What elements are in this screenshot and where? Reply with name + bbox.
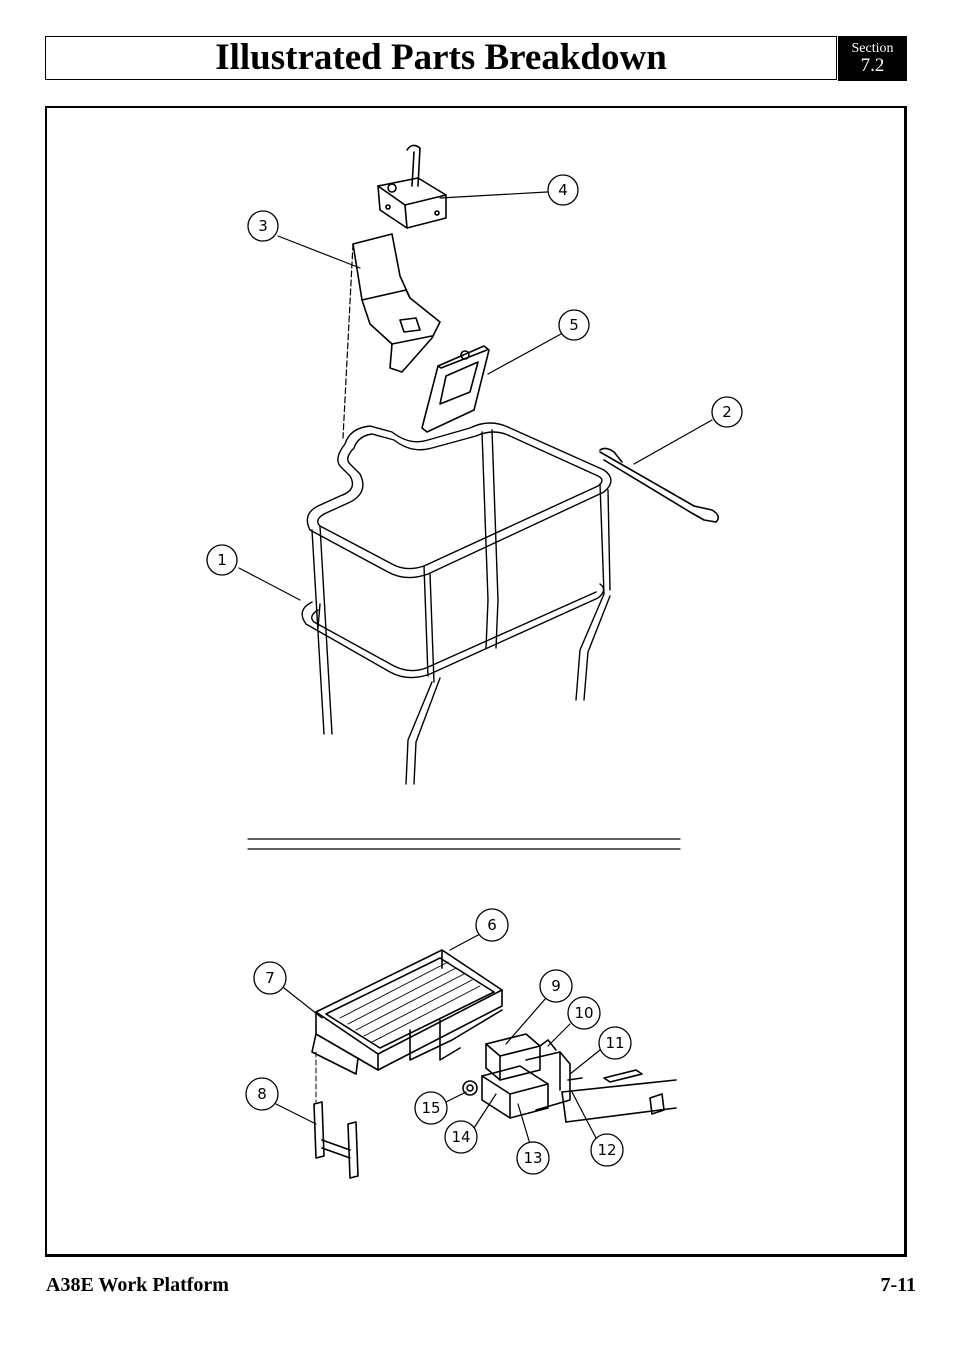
callout-9: 9 [539, 969, 573, 1003]
callout-11: 11 [598, 1026, 632, 1060]
callout-9-label: 9 [551, 977, 561, 995]
callout-5: 5 [558, 309, 590, 341]
callout-1-label: 1 [217, 551, 227, 569]
tray-grating [339, 961, 481, 1043]
callout-4-label: 4 [558, 181, 568, 199]
callout-2: 2 [711, 396, 743, 428]
guard-rail-drawing [301, 422, 612, 785]
callout-8-label: 8 [257, 1085, 267, 1103]
section-badge: Section 7.2 [838, 36, 907, 81]
callout-15: 15 [414, 1091, 448, 1125]
callout-3: 3 [247, 210, 279, 242]
callout-1: 1 [206, 544, 238, 576]
callout-6: 6 [475, 908, 509, 942]
callout-12: 12 [590, 1133, 624, 1167]
callout-3-label: 3 [258, 217, 268, 235]
callout-12-label: 12 [597, 1141, 616, 1159]
mounting-bracket-drawing [352, 233, 441, 373]
callout-13: 13 [516, 1141, 550, 1175]
callout-13-label: 13 [523, 1149, 542, 1167]
callout-15-label: 15 [421, 1099, 440, 1117]
callout-7-label: 7 [265, 969, 275, 987]
callout-7: 7 [253, 961, 287, 995]
callout-5-label: 5 [569, 316, 579, 334]
footer-product-name: A38E Work Platform [46, 1274, 229, 1296]
page-title: Illustrated Parts Breakdown [215, 37, 667, 78]
rotator-mechanism-drawing [462, 1033, 677, 1123]
header-title-box [45, 36, 837, 80]
section-label: Section [851, 41, 894, 56]
footer-page-number: 7-11 [880, 1274, 916, 1296]
control-box-drawing [377, 144, 447, 229]
platform-tray-drawing [311, 949, 503, 1075]
callout-2-label: 2 [722, 403, 732, 421]
callout-6-label: 6 [487, 916, 497, 934]
callout-8: 8 [245, 1077, 279, 1111]
callout-14: 14 [444, 1120, 478, 1154]
display-module-drawing [421, 345, 490, 433]
page-header: Illustrated Parts Breakdown Section 7.2 [45, 36, 907, 82]
callout-11-label: 11 [605, 1034, 624, 1052]
lanyard-drawing [599, 447, 720, 523]
figure-frame [45, 106, 907, 1257]
callout-10-label: 10 [574, 1004, 593, 1022]
support-bracket-drawing [313, 1051, 359, 1179]
callout-4: 4 [547, 174, 579, 206]
section-number: 7.2 [860, 55, 885, 76]
callout-14-label: 14 [451, 1128, 470, 1146]
callout-10: 10 [567, 996, 601, 1030]
